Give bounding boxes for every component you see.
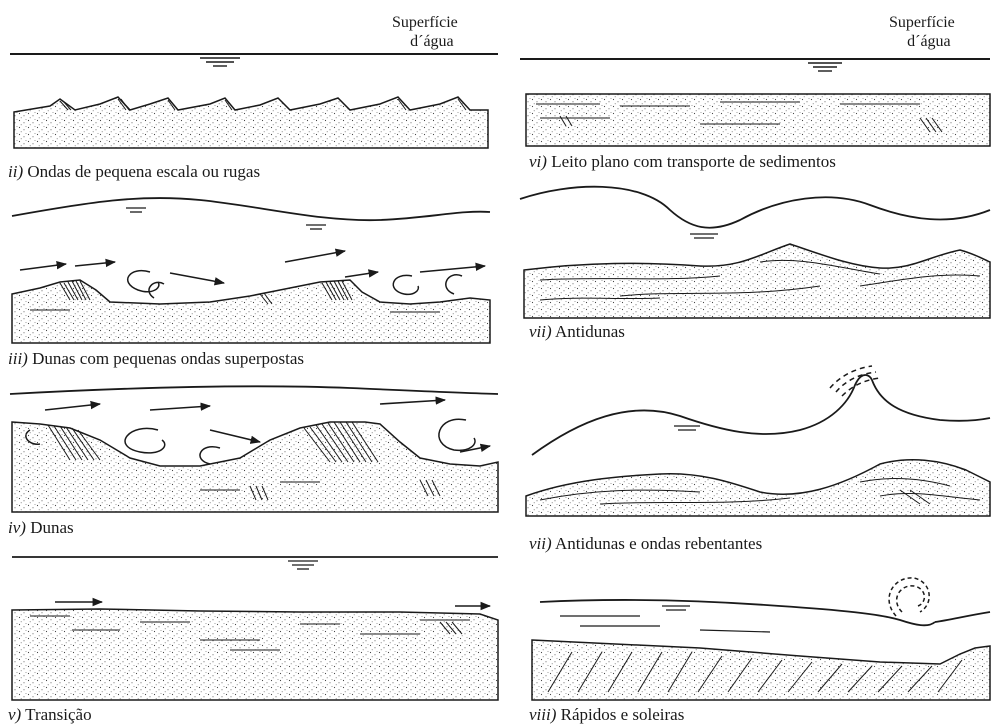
sand-bed <box>12 609 498 700</box>
sand-bed <box>524 244 990 318</box>
water-surface-wave <box>520 187 990 228</box>
water-level-symbol <box>662 606 690 610</box>
water-level-symbol <box>674 426 700 430</box>
panel-vii-antidunes <box>520 187 990 318</box>
water-level-symbol <box>808 63 842 71</box>
breaking-wave-curl <box>889 578 929 616</box>
water-level-symbol <box>200 58 240 66</box>
sand-bed <box>526 460 990 516</box>
panel-vi-flat-bed <box>520 59 990 146</box>
panel-viii-rapids <box>532 578 990 700</box>
flow-arrows <box>55 602 490 606</box>
water-surface-wave <box>532 375 990 455</box>
sand-bed <box>532 640 990 700</box>
water-surface-line <box>10 386 498 394</box>
breaking-wave-profile <box>935 612 990 622</box>
water-surface-wave <box>12 198 490 220</box>
panel-ii-ripples <box>10 54 498 148</box>
water-surface-line <box>540 600 935 625</box>
flow-lines <box>560 616 770 632</box>
panel-v-transition <box>12 557 498 700</box>
panel-iv-dunes <box>10 386 498 512</box>
water-level-symbol <box>288 561 318 569</box>
water-level-symbol <box>690 234 718 238</box>
panel-iii-dunes-with-ripples <box>12 198 490 343</box>
water-level-symbol <box>126 208 326 229</box>
flow-arrows <box>20 251 485 283</box>
panel-vii-breaking-waves <box>526 366 990 516</box>
sand-bed <box>14 97 488 148</box>
